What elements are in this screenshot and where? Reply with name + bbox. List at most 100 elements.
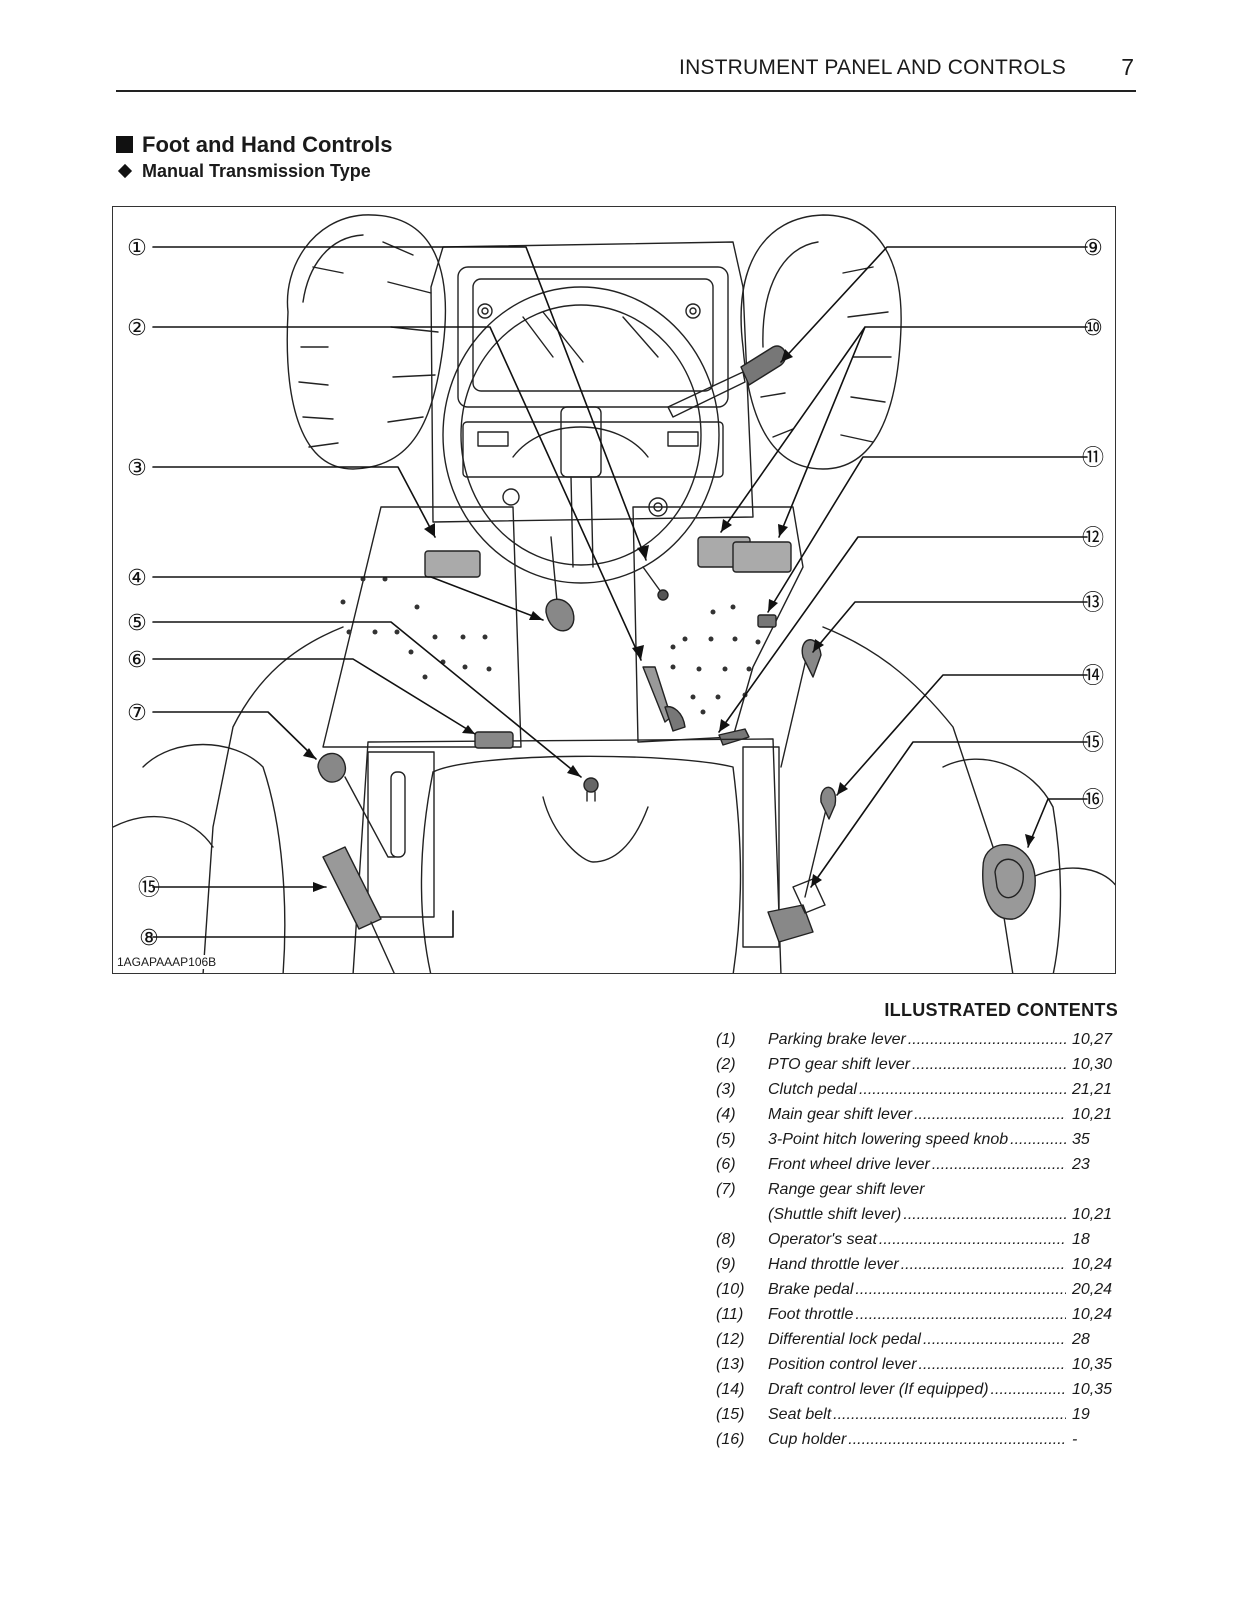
right-side-levers-drawing (742, 639, 837, 948)
entry-pages: 10,30 (1072, 1056, 1113, 1073)
leader-dots (879, 1227, 1066, 1252)
contents-entry: (13) Position control lever 10,35 (716, 1352, 1118, 1377)
entry-number: (5) (716, 1131, 736, 1148)
contents-entry: (3) Clutch pedal 21,21 (716, 1077, 1118, 1102)
entry-number: (2) (716, 1056, 736, 1073)
entry-label-continued: (Shuttle shift lever) (768, 1206, 902, 1223)
leader-dots (1010, 1127, 1066, 1152)
figure-id: 1AGAPAAAP106B (117, 955, 219, 969)
entry-label: PTO gear shift lever (768, 1056, 910, 1073)
entry-label: Position control lever (768, 1356, 917, 1373)
entry-number: (13) (716, 1356, 745, 1373)
front-wheel-drive-lever-drawing (474, 731, 514, 749)
callout-13: ⑬ (1082, 591, 1104, 616)
contents-entry: (7) Range gear shift lever (Shuttle shif… (716, 1177, 1118, 1227)
entry-number: (3) (716, 1081, 736, 1098)
section-subheading: Manual Transmission Type (116, 161, 371, 182)
callout-6: ⑥ (127, 648, 147, 673)
entry-number: (14) (716, 1381, 745, 1398)
callout-2: ② (127, 316, 147, 341)
leader-dots (991, 1377, 1066, 1402)
entry-pages: 10,24 (1072, 1306, 1113, 1323)
entry-number: (8) (716, 1231, 736, 1248)
entry-label: Parking brake lever (768, 1031, 906, 1048)
callout-7: ⑦ (127, 701, 147, 726)
leader-dots (914, 1102, 1066, 1127)
right-tire-drawing (740, 214, 902, 470)
callout-3: ③ (127, 456, 147, 481)
contents-entry: (16) Cup holder - (716, 1427, 1118, 1452)
cup-holder-drawing (982, 844, 1036, 920)
entry-pages: 10,27 (1072, 1031, 1113, 1048)
entry-number: (12) (716, 1331, 745, 1348)
pto-lever-drawing (642, 666, 686, 732)
callout-16: ⑯ (1082, 788, 1104, 813)
section-heading: Foot and Hand Controls (116, 132, 393, 158)
main-gear-shift-lever-drawing (545, 536, 575, 632)
leader-dots (912, 1052, 1066, 1077)
entry-number: (16) (716, 1431, 745, 1448)
entry-pages: 23 (1072, 1156, 1090, 1173)
leader-dots (903, 1202, 1066, 1227)
leader-dots (923, 1327, 1066, 1352)
contents-entry: (11) Foot throttle 10,24 (716, 1302, 1118, 1327)
entry-label: 3-Point hitch lowering speed knob (768, 1131, 1009, 1148)
pedals-drawing (424, 536, 792, 746)
running-head-section: INSTRUMENT PANEL AND CONTROLS (679, 56, 1066, 79)
entry-pages: 21,21 (1072, 1081, 1113, 1098)
callout-15-right: ⑮ (1082, 731, 1104, 756)
square-bullet-icon (116, 136, 133, 153)
contents-entry: (9) Hand throttle lever 10,24 (716, 1252, 1118, 1277)
entry-label: Main gear shift lever (768, 1106, 913, 1123)
callout-leaders (152, 246, 1088, 938)
contents-entry: (8) Operator's seat 18 (716, 1227, 1118, 1252)
entry-pages: 35 (1072, 1131, 1090, 1148)
entry-number: (4) (716, 1106, 736, 1123)
callout-arrowheads (303, 349, 1035, 892)
callout-14: ⑭ (1082, 664, 1104, 689)
contents-entry: (2) PTO gear shift lever 10,30 (716, 1052, 1118, 1077)
callout-15-left: ⑮ (138, 876, 160, 901)
entry-label: Front wheel drive lever (768, 1156, 930, 1173)
parking-brake-lever-drawing (642, 566, 669, 601)
tractor-controls-drawing: ① ② ③ ④ ⑤ ⑥ ⑦ ⑮ ⑧ ⑨ ⑩ ⑪ ⑫ ⑬ ⑭ ⑮ ⑯ (113, 214, 1115, 973)
callout-10: ⑩ (1083, 316, 1103, 341)
entry-pages: 18 (1072, 1231, 1090, 1248)
seat-belt-left-drawing (322, 846, 395, 973)
leader-dots (919, 1352, 1066, 1377)
leader-dots (932, 1152, 1066, 1177)
entry-pages: 10,35 (1072, 1356, 1113, 1373)
section-heading-text: Foot and Hand Controls (142, 132, 393, 157)
contents-entry: (6) Front wheel drive lever 23 (716, 1152, 1118, 1177)
steering-wheel-drawing (442, 286, 720, 584)
entry-label: Hand throttle lever (768, 1256, 899, 1273)
entry-number: (6) (716, 1156, 736, 1173)
controls-illustration: ① ② ③ ④ ⑤ ⑥ ⑦ ⑮ ⑧ ⑨ ⑩ ⑪ ⑫ ⑬ ⑭ ⑮ ⑯ 1AGAPA… (112, 206, 1116, 974)
contents-entry: (1) Parking brake lever 10,27 (716, 1027, 1118, 1052)
callout-1: ① (127, 236, 147, 261)
leader-dots (908, 1027, 1066, 1052)
contents-entry: (12) Differential lock pedal 28 (716, 1327, 1118, 1352)
callout-4: ④ (127, 566, 147, 591)
running-head: INSTRUMENT PANEL AND CONTROLS 7 (116, 50, 1136, 92)
entry-pages: 10,24 (1072, 1256, 1113, 1273)
contents-entry: (14) Draft control lever (If equipped) 1… (716, 1377, 1118, 1402)
entry-pages: 10,21 (1072, 1106, 1113, 1123)
entry-label: Cup holder (768, 1431, 847, 1448)
entry-label: Range gear shift lever (768, 1181, 925, 1198)
hitch-knob-drawing (583, 777, 599, 802)
range-gear-shift-lever-drawing (317, 751, 435, 918)
left-tire-drawing (286, 214, 447, 470)
entry-number: (1) (716, 1031, 736, 1048)
page-number: 7 (1121, 54, 1134, 80)
entry-number: (7) (716, 1181, 736, 1198)
entry-pages: 10,35 (1072, 1381, 1113, 1398)
entry-number: (9) (716, 1256, 736, 1273)
entry-pages: 28 (1072, 1331, 1090, 1348)
entry-pages: 19 (1072, 1406, 1090, 1423)
callout-8: ⑧ (139, 926, 159, 951)
callout-9: ⑨ (1083, 236, 1103, 261)
callout-11: ⑪ (1082, 446, 1104, 471)
dashboard-drawing (430, 241, 754, 523)
entry-label: Seat belt (768, 1406, 832, 1423)
